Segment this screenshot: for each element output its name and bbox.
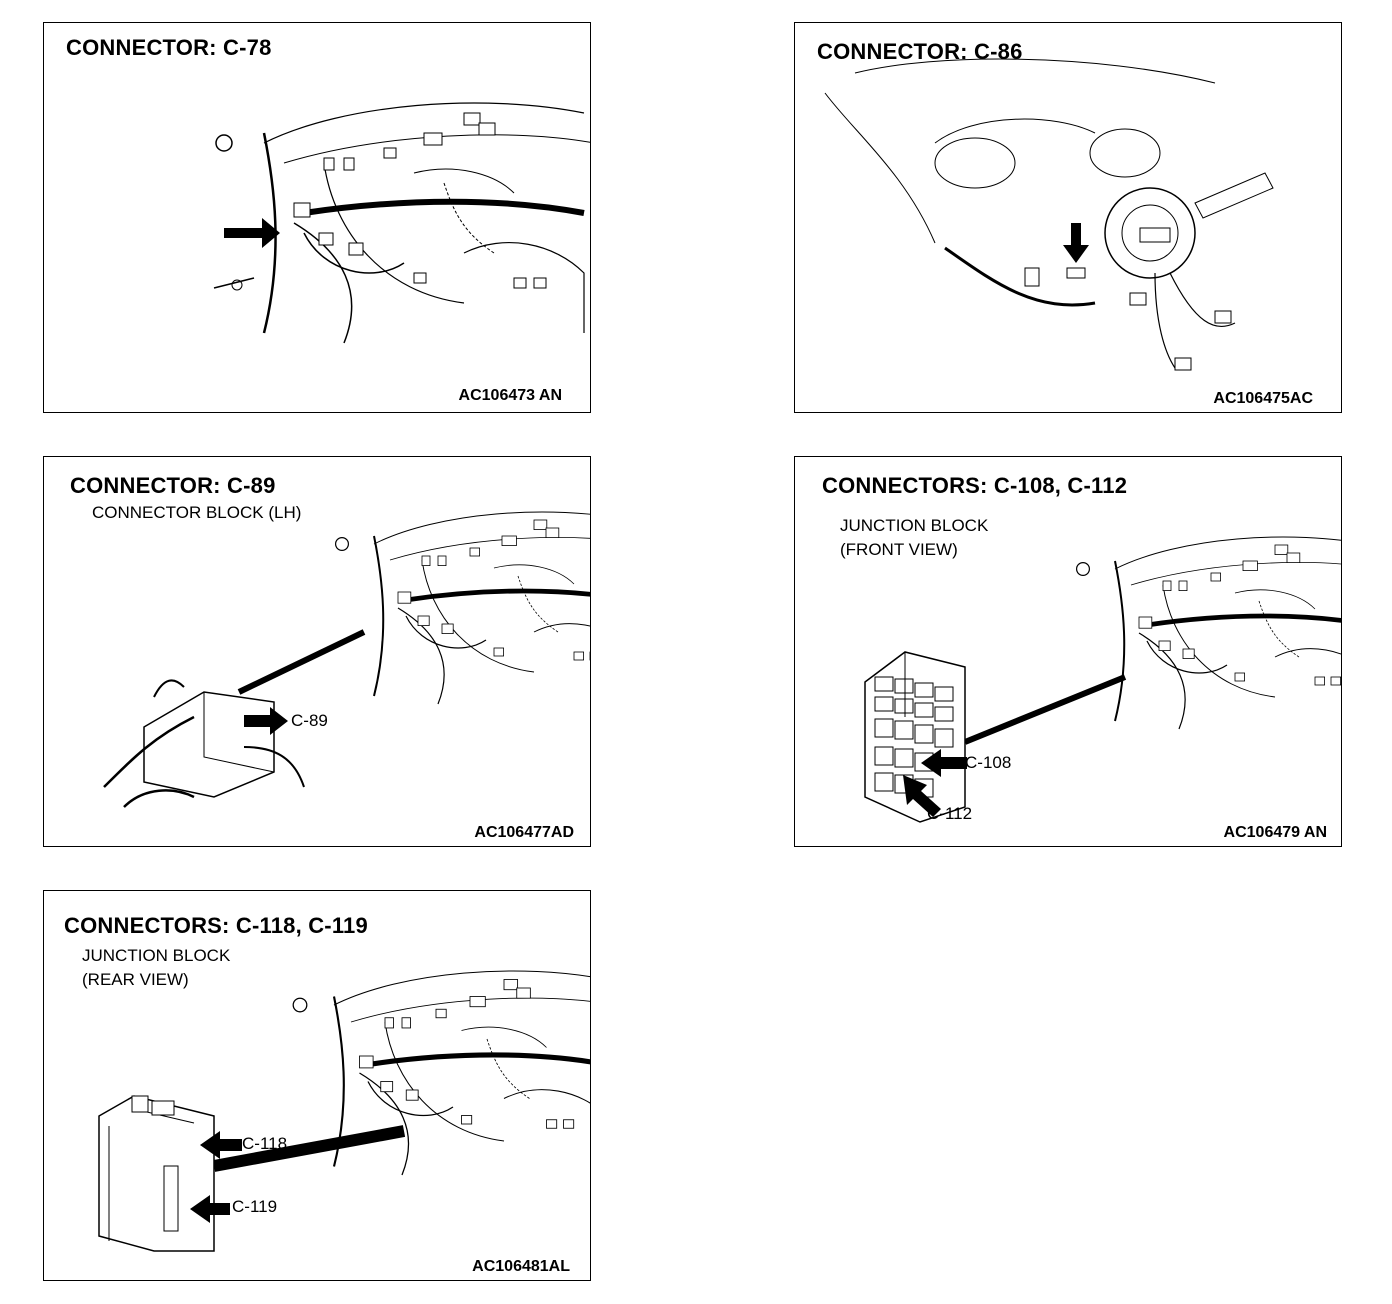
- figure-code: AC106475AC: [1213, 390, 1313, 407]
- c89-pointer-arrow: [244, 707, 288, 735]
- panel-c89: CONNECTOR: C-89 CONNECTOR BLOCK (LH) C-8…: [43, 456, 591, 847]
- panel-subtitle: CONNECTOR BLOCK (LH): [92, 503, 302, 522]
- panel-c86: CONNECTOR: C-86 AC106475AC: [794, 22, 1342, 413]
- figure-code: AC106473 AN: [458, 387, 562, 404]
- callout-c89: C-89: [291, 711, 328, 730]
- panel-c78: CONNECTOR: C-78 AC106473 AN: [43, 22, 591, 413]
- c118-c119-junction-block-drawing: [98, 891, 591, 1252]
- c86-pointer-arrow: [1063, 223, 1089, 263]
- c86-steering-column-drawing: [824, 58, 1274, 371]
- c119-pointer-arrow: [190, 1195, 230, 1223]
- c78-harness-drawing: [44, 23, 591, 413]
- c108-pointer-arrow: [921, 749, 967, 777]
- panel-title: CONNECTORS: C-118, C-119: [64, 913, 368, 938]
- panel-subtitle-line1: JUNCTION BLOCK: [82, 946, 231, 965]
- panel-subtitle-line2: (FRONT VIEW): [840, 540, 958, 559]
- c118-pointer-arrow: [200, 1131, 242, 1159]
- panel-c108-c112: CONNECTORS: C-108, C-112 JUNCTION BLOCK …: [794, 456, 1342, 847]
- figure-code: AC106481AL: [472, 1258, 570, 1275]
- panel-c118-c119: CONNECTORS: C-118, C-119 JUNCTION BLOCK …: [43, 890, 591, 1281]
- c112-pointer-arrow: [903, 775, 941, 817]
- panel-title: CONNECTOR: C-89: [70, 473, 276, 498]
- callout-c118: C-118: [242, 1134, 288, 1153]
- panel-subtitle-line1: JUNCTION BLOCK: [840, 516, 989, 535]
- callout-c112: C-112: [927, 804, 973, 823]
- callout-c119: C-119: [232, 1197, 278, 1216]
- figure-code: AC106479 AN: [1223, 824, 1327, 841]
- panel-subtitle-line2: (REAR VIEW): [82, 970, 189, 989]
- panel-title: CONNECTOR: C-86: [817, 39, 1023, 64]
- figure-code: AC106477AD: [474, 824, 574, 841]
- c78-pointer-arrow: [224, 218, 280, 248]
- callout-c108: C-108: [965, 753, 1012, 772]
- panel-title: CONNECTOR: C-78: [66, 35, 272, 60]
- c108-c112-junction-block-drawing: [864, 457, 1342, 823]
- panel-title: CONNECTORS: C-108, C-112: [822, 473, 1128, 498]
- c89-connector-block-drawing: [103, 457, 591, 808]
